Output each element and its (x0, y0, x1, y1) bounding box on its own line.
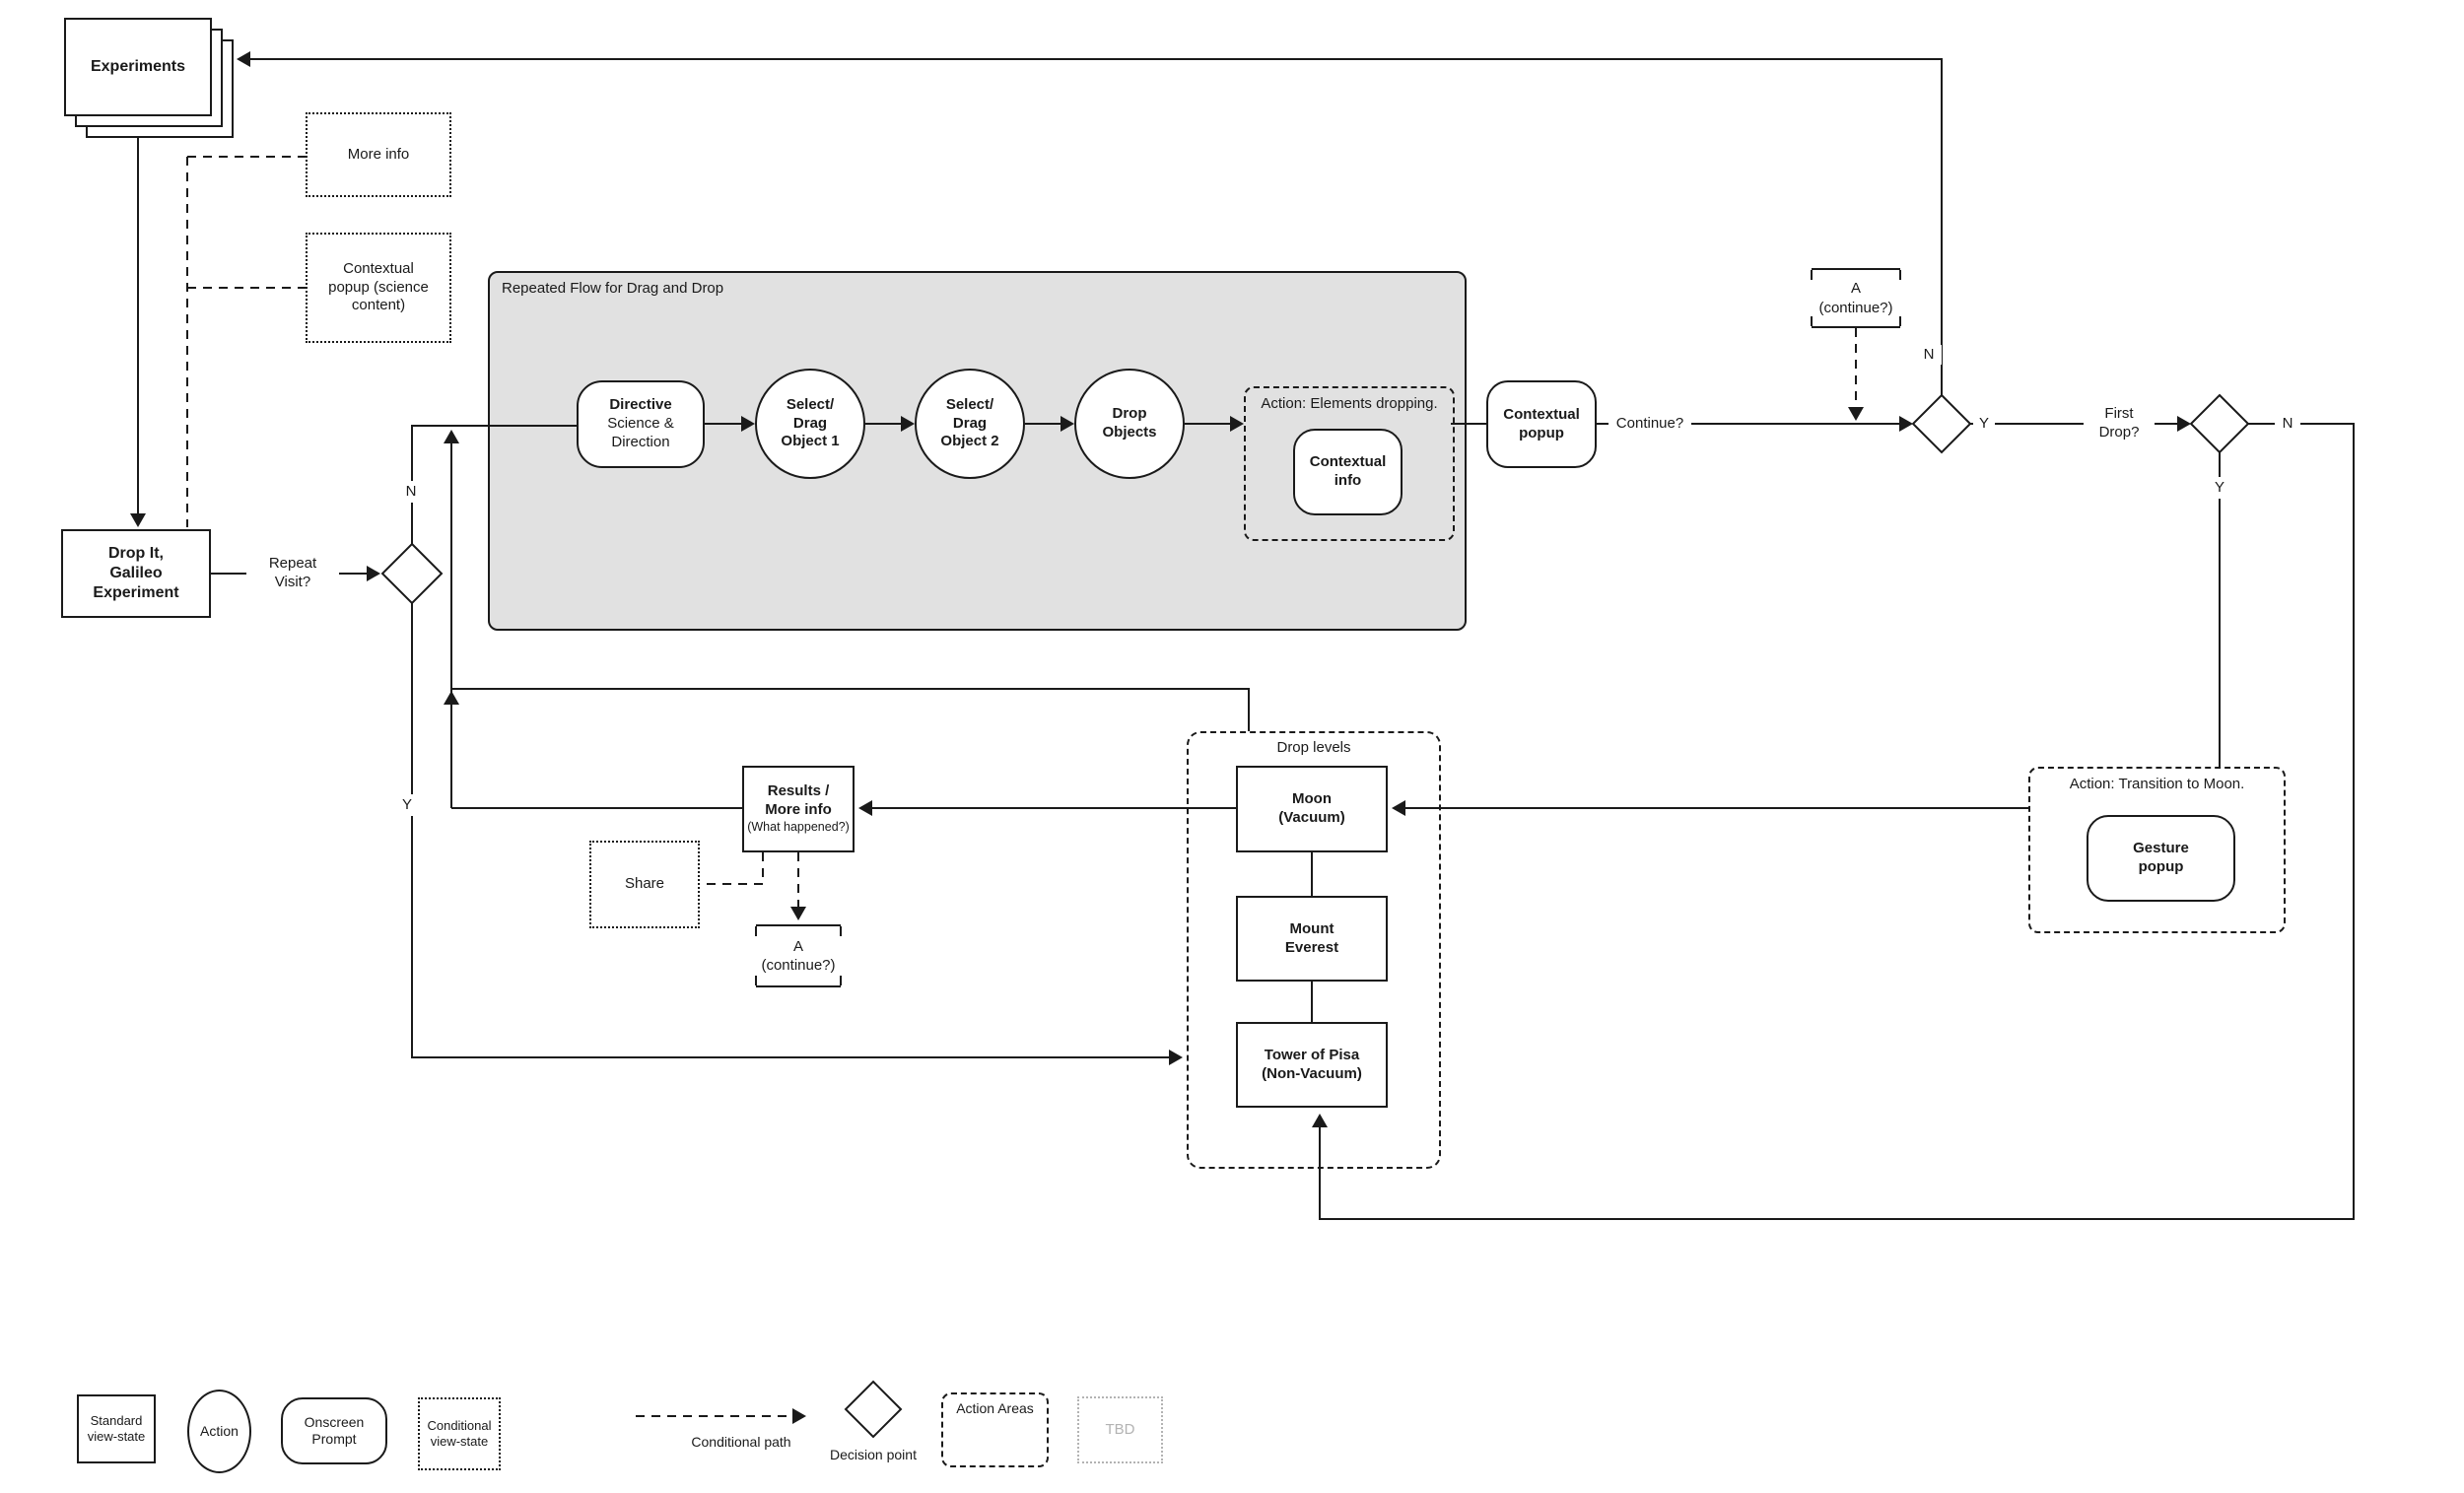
experiments-stack: Experiments (64, 18, 234, 138)
a-connector-bottom-sub: (continue?) (761, 957, 836, 974)
arrowhead-riser-mid (444, 691, 459, 705)
first-drop-n-label: N (2275, 413, 2300, 435)
legend-action: Action (187, 1390, 251, 1473)
arrowhead-into-dropit (130, 513, 146, 527)
legend-action-label: Action (200, 1422, 239, 1439)
continue-diamond (1911, 393, 1972, 454)
arrowhead-into-continue-diamond (1899, 416, 1913, 432)
repeat-n-label: N (398, 481, 424, 503)
continue-question-label: Continue? (1608, 414, 1691, 435)
bracket-tick (755, 926, 757, 936)
legend-tbd: TBD (1077, 1396, 1163, 1463)
drop-objects-label: Drop Objects (1102, 405, 1157, 441)
legend-onscreen-prompt: Onscreen Prompt (281, 1397, 387, 1464)
legend-decision-diamond (844, 1380, 903, 1439)
select-drag-object2-node: Select/ Drag Object 2 (915, 369, 1025, 479)
select-drag-object1-label: Select/ Drag Object 1 (781, 395, 840, 450)
legend-conditional-view-label: Conditional view-state (427, 1417, 492, 1449)
first-drop-y-label: Y (2208, 477, 2231, 499)
bracket-tick (1899, 316, 1901, 326)
drop-it-galileo-label: Drop It, Galileo Experiment (93, 545, 179, 601)
share-node: Share (589, 841, 700, 928)
legend-action-areas: Action Areas (941, 1392, 1049, 1467)
drop-levels-label: Drop levels (1276, 739, 1351, 756)
results-more-info-node: Results / More info (What happened?) (742, 766, 855, 852)
arrowhead-into-a-connector (790, 907, 806, 920)
arrowhead-a-into-continue (1848, 407, 1864, 421)
mount-everest-node: Mount Everest (1236, 896, 1388, 982)
moon-label: Moon (Vacuum) (1278, 790, 1345, 826)
a-connector-bottom: A (continue?) (755, 924, 842, 987)
legend-conditional-path-arrowhead (792, 1408, 806, 1424)
continue-n-label: N (1916, 345, 1942, 365)
drop-objects-node: Drop Objects (1074, 369, 1185, 479)
repeat-y-label: Y (394, 794, 420, 816)
contextual-popup-science-label: Contextual popup (science content) (328, 259, 429, 314)
arrowhead-into-repeat-diamond (367, 566, 380, 581)
a-connector-top: A (continue?) (1811, 268, 1901, 328)
arrowhead-riser-top (444, 430, 459, 443)
repeated-flow-label: Repeated Flow for Drag and Drop (502, 280, 724, 297)
select-drag-object2-label: Select/ Drag Object 2 (940, 395, 999, 450)
experiments-node: Experiments (64, 18, 212, 116)
drop-it-galileo-node: Drop It, Galileo Experiment (61, 529, 211, 618)
contextual-popup-science-node: Contextual popup (science content) (306, 233, 451, 343)
bracket-tick (1811, 270, 1813, 280)
contextual-info-label: Contextual info (1309, 453, 1387, 489)
more-info-node: More info (306, 112, 451, 197)
gesture-popup-node: Gesture popup (2087, 815, 2235, 902)
legend-conditional-view-state: Conditional view-state (418, 1397, 501, 1470)
first-drop-diamond (2189, 393, 2250, 454)
more-info-label: More info (347, 145, 410, 163)
arrowhead-into-results (858, 800, 872, 816)
contextual-popup-label: Contextual popup (1503, 405, 1580, 441)
contextual-info-node: Contextual info (1293, 429, 1403, 515)
bracket-tick (1811, 316, 1813, 326)
continue-y-label: Y (1973, 413, 1995, 435)
legend-standard-view-state: Standard view-state (77, 1394, 156, 1463)
action-elements-dropping-label: Action: Elements dropping. (1261, 395, 1438, 412)
arrowhead-into-droplevels (1169, 1050, 1183, 1065)
dashed-results-to-share (700, 852, 764, 885)
moon-node: Moon (Vacuum) (1236, 766, 1388, 852)
arrowhead-into-experiments (237, 51, 250, 67)
legend-standard-label: Standard view-state (87, 1412, 146, 1444)
directive-subtitle: Science & Direction (607, 415, 674, 450)
arrowhead-into-firstdrop-diamond (2177, 416, 2191, 432)
first-drop-label: First Drop? (2084, 399, 2155, 448)
contextual-popup-node: Contextual popup (1486, 380, 1597, 468)
edge-droplevels-return (451, 688, 1250, 731)
bracket-tick (1899, 270, 1901, 280)
bracket-tick (755, 976, 757, 985)
legend-action-areas-label: Action Areas (956, 1400, 1034, 1416)
repeat-visit-diamond (380, 542, 444, 605)
directive-title: Directive (609, 396, 672, 414)
legend-conditional-path-label: Conditional path (691, 1434, 791, 1450)
action-transition-moon-label: Action: Transition to Moon. (2069, 776, 2245, 792)
experiments-label: Experiments (90, 58, 186, 75)
results-subtitle: (What happened?) (747, 819, 850, 834)
directive-node: Directive Science & Direction (577, 380, 705, 468)
mount-everest-label: Mount Everest (1284, 919, 1339, 956)
results-title: Results / More info (765, 782, 832, 819)
select-drag-object1-node: Select/ Drag Object 1 (755, 369, 865, 479)
tower-of-pisa-node: Tower of Pisa (Non-Vacuum) (1236, 1022, 1388, 1108)
bracket-tick (840, 926, 842, 936)
a-connector-top-letter: A (1850, 280, 1861, 297)
repeat-visit-label: Repeat Visit? (246, 552, 339, 595)
a-connector-top-sub: (continue?) (1818, 299, 1893, 316)
legend-decision-point-label: Decision point (830, 1447, 917, 1462)
gesture-popup-label: Gesture popup (2133, 840, 2189, 875)
a-connector-bottom-letter: A (792, 937, 803, 955)
tower-of-pisa-label: Tower of Pisa (Non-Vacuum) (1262, 1046, 1362, 1082)
legend-tbd-label: TBD (1105, 1420, 1135, 1438)
legend-onscreen-label: Onscreen Prompt (304, 1413, 365, 1448)
share-label: Share (624, 875, 665, 893)
bracket-tick (840, 976, 842, 985)
